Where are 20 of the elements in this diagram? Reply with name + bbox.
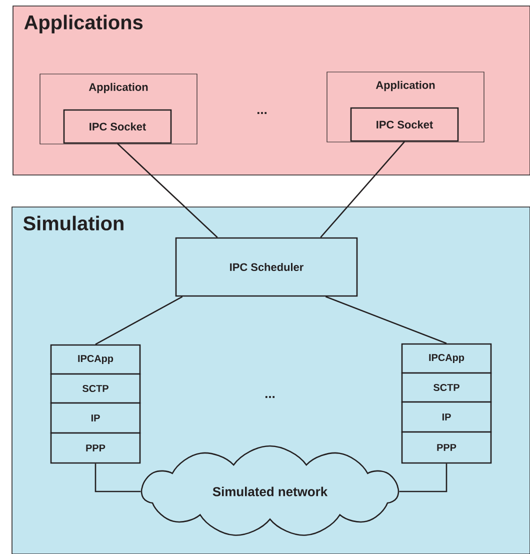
network-cloud: Simulated network	[140, 445, 400, 536]
protocol-layer: SCTP	[50, 373, 141, 404]
protocol-layer: PPP	[401, 431, 492, 464]
protocol-layer: IPCApp	[50, 344, 141, 375]
ellipsis: ...	[265, 396, 274, 398]
component-box: IPC Socket	[63, 109, 172, 144]
ellipsis: ...	[257, 112, 266, 114]
connector-line	[325, 296, 447, 344]
component-box: IPC Scheduler	[175, 237, 358, 297]
protocol-layer: PPP	[50, 432, 141, 464]
connector-line	[95, 296, 183, 345]
protocol-layer: IP	[50, 402, 141, 434]
component-box: IPC Socket	[350, 107, 459, 142]
connector-line	[117, 143, 218, 238]
protocol-layer: IP	[401, 401, 492, 433]
protocol-layer: IPCApp	[401, 343, 492, 374]
connector-line	[399, 464, 448, 492]
protocol-layer: SCTP	[401, 372, 492, 403]
connector-line	[320, 141, 405, 238]
connector-line	[94, 464, 141, 492]
